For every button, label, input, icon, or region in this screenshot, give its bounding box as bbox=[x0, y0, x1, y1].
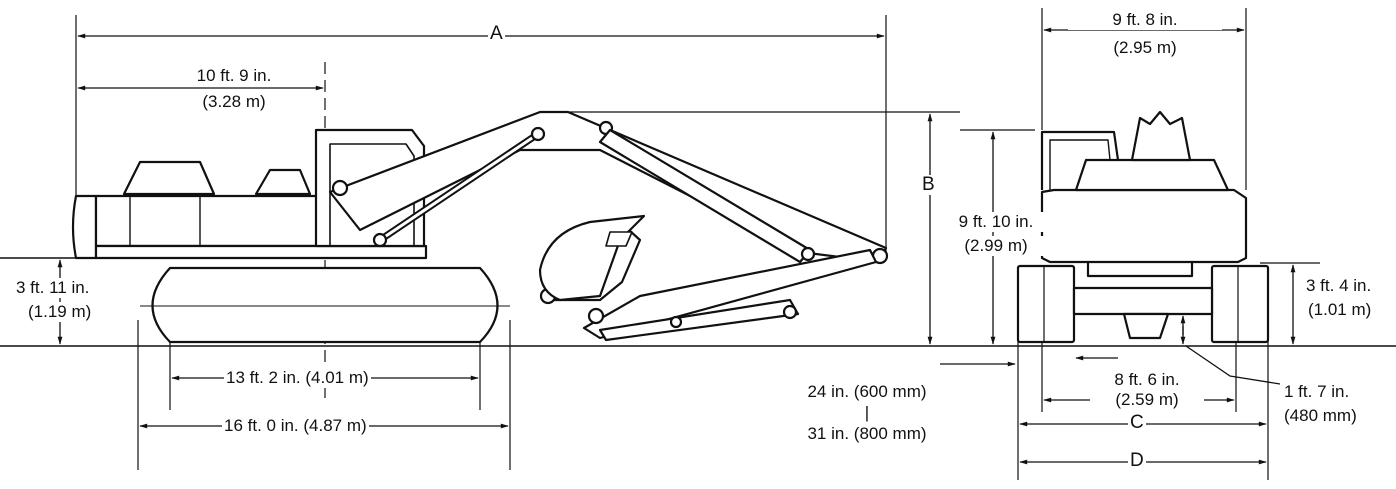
front-boom-bucket bbox=[1130, 110, 1192, 162]
label-ground-clearance-m: (480 mm) bbox=[1284, 406, 1357, 425]
label-cab-height-ft: 9 ft. 10 in. bbox=[940, 212, 1052, 232]
excavator-front-view bbox=[1016, 110, 1270, 344]
front-cab bbox=[1040, 130, 1120, 190]
label-upper-width-ft: 9 ft. 8 in. bbox=[1068, 10, 1222, 30]
stick-cylinder bbox=[598, 128, 812, 264]
exhaust-cover bbox=[254, 168, 312, 196]
label-tumbler-distance: 13 ft. 2 in. (4.01 m) bbox=[224, 368, 371, 388]
label-ground-clearance-ft: 1 ft. 7 in. bbox=[1284, 382, 1350, 401]
label-track-height-m: (1.01 m) bbox=[1308, 300, 1372, 319]
side-track bbox=[151, 266, 499, 344]
label-shoe-width-max: 31 in. (800 mm) bbox=[807, 424, 927, 443]
label-cab-height-m: (2.99 m) bbox=[940, 236, 1052, 256]
label-track-height-ft: 3 ft. 4 in. bbox=[1306, 276, 1372, 295]
label-d: D bbox=[1128, 450, 1146, 471]
label-counterweight-ft: 3 ft. 11 in. bbox=[14, 278, 92, 298]
label-a: A bbox=[488, 23, 505, 44]
label-c: C bbox=[1128, 412, 1146, 433]
engine-hood bbox=[122, 160, 216, 196]
leader-ground-clearance bbox=[1185, 345, 1281, 385]
front-right-track bbox=[1210, 264, 1270, 344]
front-hood bbox=[1074, 158, 1230, 192]
label-shoe-width-sep: | bbox=[864, 403, 870, 422]
label-upper-width-m: (2.95 m) bbox=[1113, 38, 1177, 57]
bucket-cylinder bbox=[598, 298, 800, 342]
label-b: B bbox=[920, 174, 937, 195]
front-left-track bbox=[1016, 264, 1076, 344]
counterweight bbox=[71, 194, 98, 260]
label-shoe-width-min: 24 in. (600 mm) bbox=[807, 382, 927, 401]
label-tail-swing-ft: 10 ft. 9 in. bbox=[152, 66, 316, 86]
front-upper-body bbox=[1040, 188, 1248, 264]
track-frame bbox=[1072, 286, 1214, 316]
label-counterweight-m: (1.19 m) bbox=[26, 302, 94, 322]
label-gauge-m: (2.59 m) bbox=[1090, 390, 1204, 410]
center-body bbox=[1122, 312, 1170, 340]
turntable bbox=[94, 244, 428, 260]
label-track-length: 16 ft. 0 in. (4.87 m) bbox=[222, 416, 369, 436]
label-tail-swing-m: (3.28 m) bbox=[202, 92, 266, 111]
excavator-side-view bbox=[71, 110, 889, 344]
label-gauge-ft: 8 ft. 6 in. bbox=[1090, 370, 1204, 390]
